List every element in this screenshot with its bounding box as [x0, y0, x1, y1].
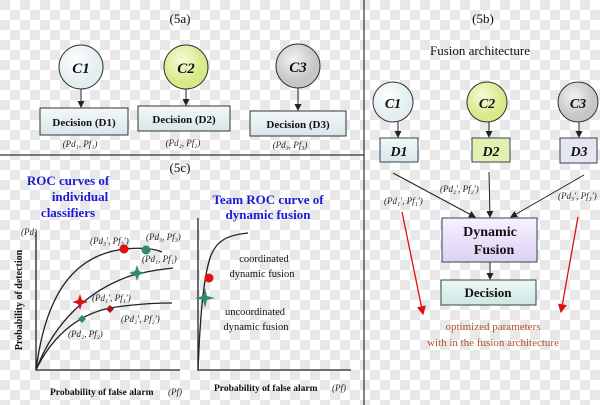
decision-d2-box [471, 137, 511, 163]
svg-text:C2: C2 [479, 97, 495, 112]
panel-5a-title: (5a) [170, 11, 191, 26]
x-axis-label: Probability of false alarm [50, 388, 154, 398]
decision-label: Decision [465, 285, 513, 300]
svg-text:D3: D3 [569, 145, 587, 160]
point-label: (Pd₂′, Pf₂′) [121, 314, 160, 324]
param-label: (Pd₂, Pf₂) [166, 138, 201, 148]
dynamic-fusion-box [441, 217, 538, 263]
point-label: (Pd₂, Pf₂) [68, 329, 103, 339]
panel-5b: (5b) Fusion architecture C1 C2 C3 D1 D2 … [372, 11, 599, 349]
red-arrow-left [401, 211, 426, 316]
green-point [141, 245, 151, 255]
left-title-line: ROC curves of [27, 173, 110, 188]
fusion-architecture-title: Fusion architecture [430, 43, 530, 58]
panel-5a: (5a) C1 Decision (D1) (Pd₁, Pf₁) C2 Deci… [39, 11, 347, 150]
uncoordinated-label: dynamic fusion [223, 322, 289, 333]
green-star-point [195, 288, 215, 308]
x-unit: (Pf) [168, 387, 182, 397]
roc-curve-2 [35, 302, 173, 371]
roc-curve-3 [35, 247, 163, 371]
green-star-point [129, 265, 145, 281]
param-label: (Pd₃, Pf₃) [273, 140, 308, 150]
svg-text:C1: C1 [72, 61, 90, 77]
y-axis-label: Probability of detection [14, 249, 25, 350]
red-point [119, 244, 129, 254]
classifier-c2: C2 Decision (D2) (Pd₂, Pf₂) [137, 44, 231, 148]
right-title-line: dynamic fusion [226, 207, 312, 222]
note-line: with in the fusion architecture [427, 337, 559, 349]
svg-text:D1: D1 [389, 145, 407, 160]
team-roc-curve [197, 232, 249, 371]
svg-text:C3: C3 [570, 97, 586, 112]
red-star-point [72, 294, 88, 310]
point-label: (Pd₃′, Pf₃′) [90, 236, 129, 246]
param-label: (Pd₂′, Pf₂′) [440, 184, 479, 194]
classifier-c2 [466, 81, 508, 123]
panel-5c: (5c) ROC curves of individual classifier… [14, 160, 351, 398]
point-label: (Pd₃, Pf₃) [146, 232, 181, 242]
svg-text:C3: C3 [289, 60, 307, 76]
svg-text:D2: D2 [481, 145, 499, 160]
svg-text:C1: C1 [385, 97, 401, 112]
svg-text:C2: C2 [177, 61, 195, 77]
note-line: optimized parameters [446, 321, 541, 333]
green-diamond-point [78, 315, 86, 323]
classifier-c1: C1 Decision (D1) (Pd₁, Pf₁) [39, 44, 129, 149]
decision-d2: Decision (D2) [152, 114, 216, 126]
red-point [204, 273, 214, 283]
classifier-c3: C3 Decision (D3) (Pd₃, Pf₃) [249, 43, 347, 150]
decision-d3-box [559, 137, 598, 164]
point-label: (Pd₁′, Pf₁′) [92, 293, 131, 303]
decision-d1: Decision (D1) [52, 117, 116, 129]
x-unit: (Pf) [332, 383, 346, 393]
param-label: (Pd₁′, Pf₁′) [384, 196, 423, 206]
decision-box [440, 279, 537, 306]
classifier-c3 [557, 81, 599, 123]
left-title-line: classifiers [41, 205, 95, 220]
point-label: (Pd₁, Pf₁) [142, 254, 177, 264]
red-arrow-right [557, 216, 579, 314]
dynamic-fusion-line: Dynamic [463, 225, 517, 240]
red-diamond-point [106, 305, 114, 313]
coordinated-label: dynamic fusion [229, 269, 295, 280]
classifier-c1 [372, 81, 414, 123]
uncoordinated-label: uncoordinated [225, 307, 286, 318]
right-title-line: Team ROC curve of [212, 192, 324, 207]
dynamic-fusion-line: Fusion [474, 243, 515, 258]
param-label: (Pd₃′, Pf₃′) [558, 191, 597, 201]
panel-5c-title: (5c) [170, 160, 191, 175]
left-title-line: individual [52, 189, 109, 204]
x-axis-label: Probability of false alarm [214, 384, 318, 394]
decision-d1-box [379, 137, 419, 163]
y-unit: (Pd) [21, 227, 37, 237]
roc-curve-1 [35, 267, 174, 371]
coordinated-label: coordinated [239, 254, 289, 265]
panel-5b-title: (5b) [472, 11, 494, 26]
param-label: (Pd₁, Pf₁) [63, 139, 98, 149]
decision-d3: Decision (D3) [266, 119, 330, 131]
